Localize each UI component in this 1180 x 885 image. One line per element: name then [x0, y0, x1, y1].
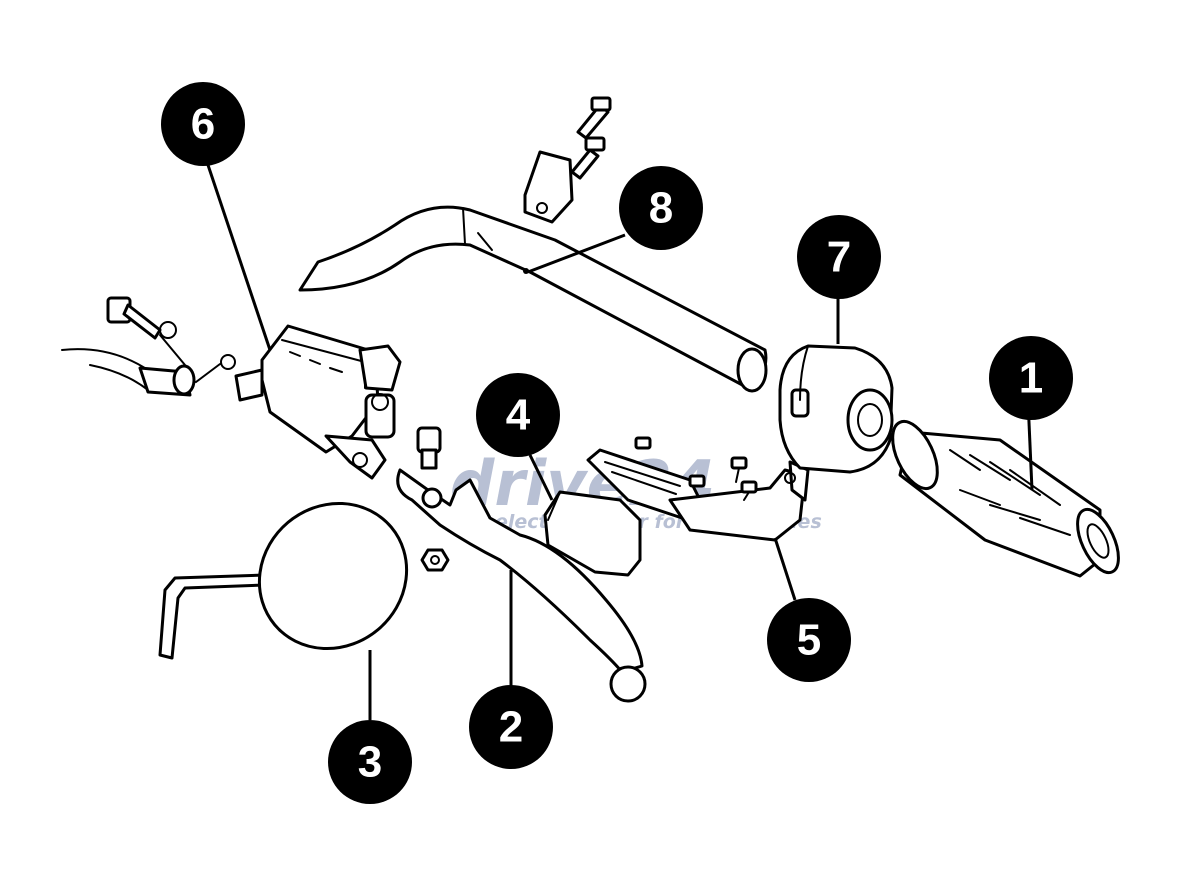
callout-label-1: 1: [1019, 354, 1043, 403]
brake-hose: [61, 296, 264, 402]
callout-3: 3: [328, 720, 412, 804]
handlebar-grip: [891, 419, 1120, 578]
lever-cover: [543, 490, 642, 577]
leader-line-6: [206, 164, 272, 351]
callout-8: 8: [619, 166, 703, 250]
callout-label-7: 7: [827, 233, 851, 282]
callout-label-8: 8: [649, 184, 673, 233]
handlebar-tube: [298, 205, 768, 393]
callout-1: 1: [989, 336, 1073, 420]
brake-lever: [396, 468, 647, 703]
callout-label-3: 3: [358, 738, 382, 787]
mirror: [158, 501, 409, 660]
callout-label-6: 6: [191, 100, 215, 149]
leader-line-5: [773, 537, 797, 601]
leader-line-4: [528, 454, 554, 501]
bracket-plate: [586, 436, 810, 542]
callout-label-5: 5: [797, 616, 821, 665]
callout-5: 5: [767, 598, 851, 682]
callout-4: 4: [476, 373, 560, 457]
callout-7: 7: [797, 215, 881, 299]
callout-2: 2: [469, 685, 553, 769]
switch-housing: [778, 344, 894, 474]
leader-line-8: [527, 233, 626, 274]
handlebar-clamp: [523, 96, 612, 224]
callout-label-2: 2: [499, 703, 523, 752]
pivot-bolt: [416, 426, 450, 572]
callout-6: 6: [161, 82, 245, 166]
callout-label-4: 4: [506, 391, 531, 440]
brake-master-cylinder: [260, 324, 402, 480]
